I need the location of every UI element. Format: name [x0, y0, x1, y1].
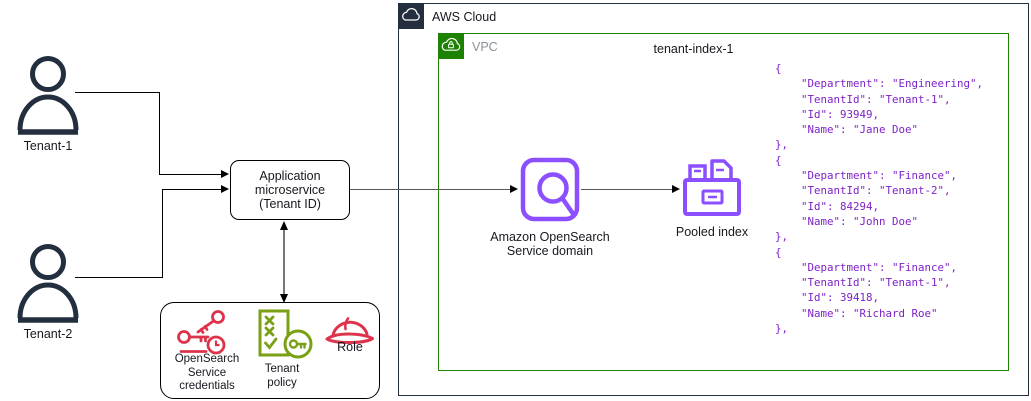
arrowhead-pooled-index [672, 185, 680, 193]
aws-cloud-group: AWS Cloud VPC tenant-index-1 [398, 3, 1029, 396]
vpc-title-wrap: tenant-index-1 [439, 40, 1008, 58]
role-icon [325, 317, 374, 344]
application-microservice-label: Application microservice (Tenant ID) [254, 169, 326, 211]
pooled-index-icon [683, 159, 741, 216]
tenant-index-title: tenant-index-1 [653, 42, 734, 56]
arrowhead-up [279, 221, 288, 230]
connector-tenant2-h [75, 277, 163, 278]
connector-tenant1-v [159, 92, 160, 175]
tenant-policy-icon [258, 309, 313, 359]
arrowhead-opensearch [510, 185, 518, 193]
vpc-group: VPC tenant-index-1 [438, 33, 1009, 371]
role-label: Role [337, 340, 363, 354]
connector-app-credentials [283, 228, 285, 297]
opensearch-credentials-label: OpenSearch Service credentials [174, 353, 240, 392]
credentials-box: OpenSearch Service credentials Tenant po… [160, 302, 380, 399]
connector-tenant2-h2 [162, 189, 222, 190]
tenant-index-json: { "Department": "Engineering", "TenantId… [775, 62, 984, 336]
application-microservice-box: Application microservice (Tenant ID) [230, 160, 350, 220]
opensearch-domain-label: Amazon OpenSearch Service domain [490, 230, 610, 258]
arrowhead-tenant1 [221, 170, 229, 178]
opensearch-credentials-icon [177, 310, 226, 355]
connector-app-opensearch [350, 189, 512, 190]
arrowhead-tenant2 [221, 185, 229, 193]
tenant-policy-label: Tenant policy [264, 363, 300, 389]
tenant2-user-icon [17, 244, 79, 323]
tenant1-user-icon [17, 56, 79, 135]
tenant2-label: Tenant-2 [23, 327, 73, 341]
connector-tenant1-h [75, 92, 160, 93]
vpc-label: VPC [472, 40, 498, 54]
connector-opensearch-pooled [581, 189, 673, 190]
connector-tenant1-h2 [159, 174, 222, 175]
arrowhead-down [279, 294, 288, 303]
pooled-index-label: Pooled index [675, 225, 749, 239]
aws-cloud-label: AWS Cloud [432, 10, 497, 24]
aws-cloud-icon [398, 3, 424, 29]
connector-tenant2-v [162, 190, 163, 278]
tenant1-label: Tenant-1 [23, 139, 73, 153]
vpc-icon [438, 33, 464, 59]
opensearch-domain-icon [520, 157, 580, 222]
